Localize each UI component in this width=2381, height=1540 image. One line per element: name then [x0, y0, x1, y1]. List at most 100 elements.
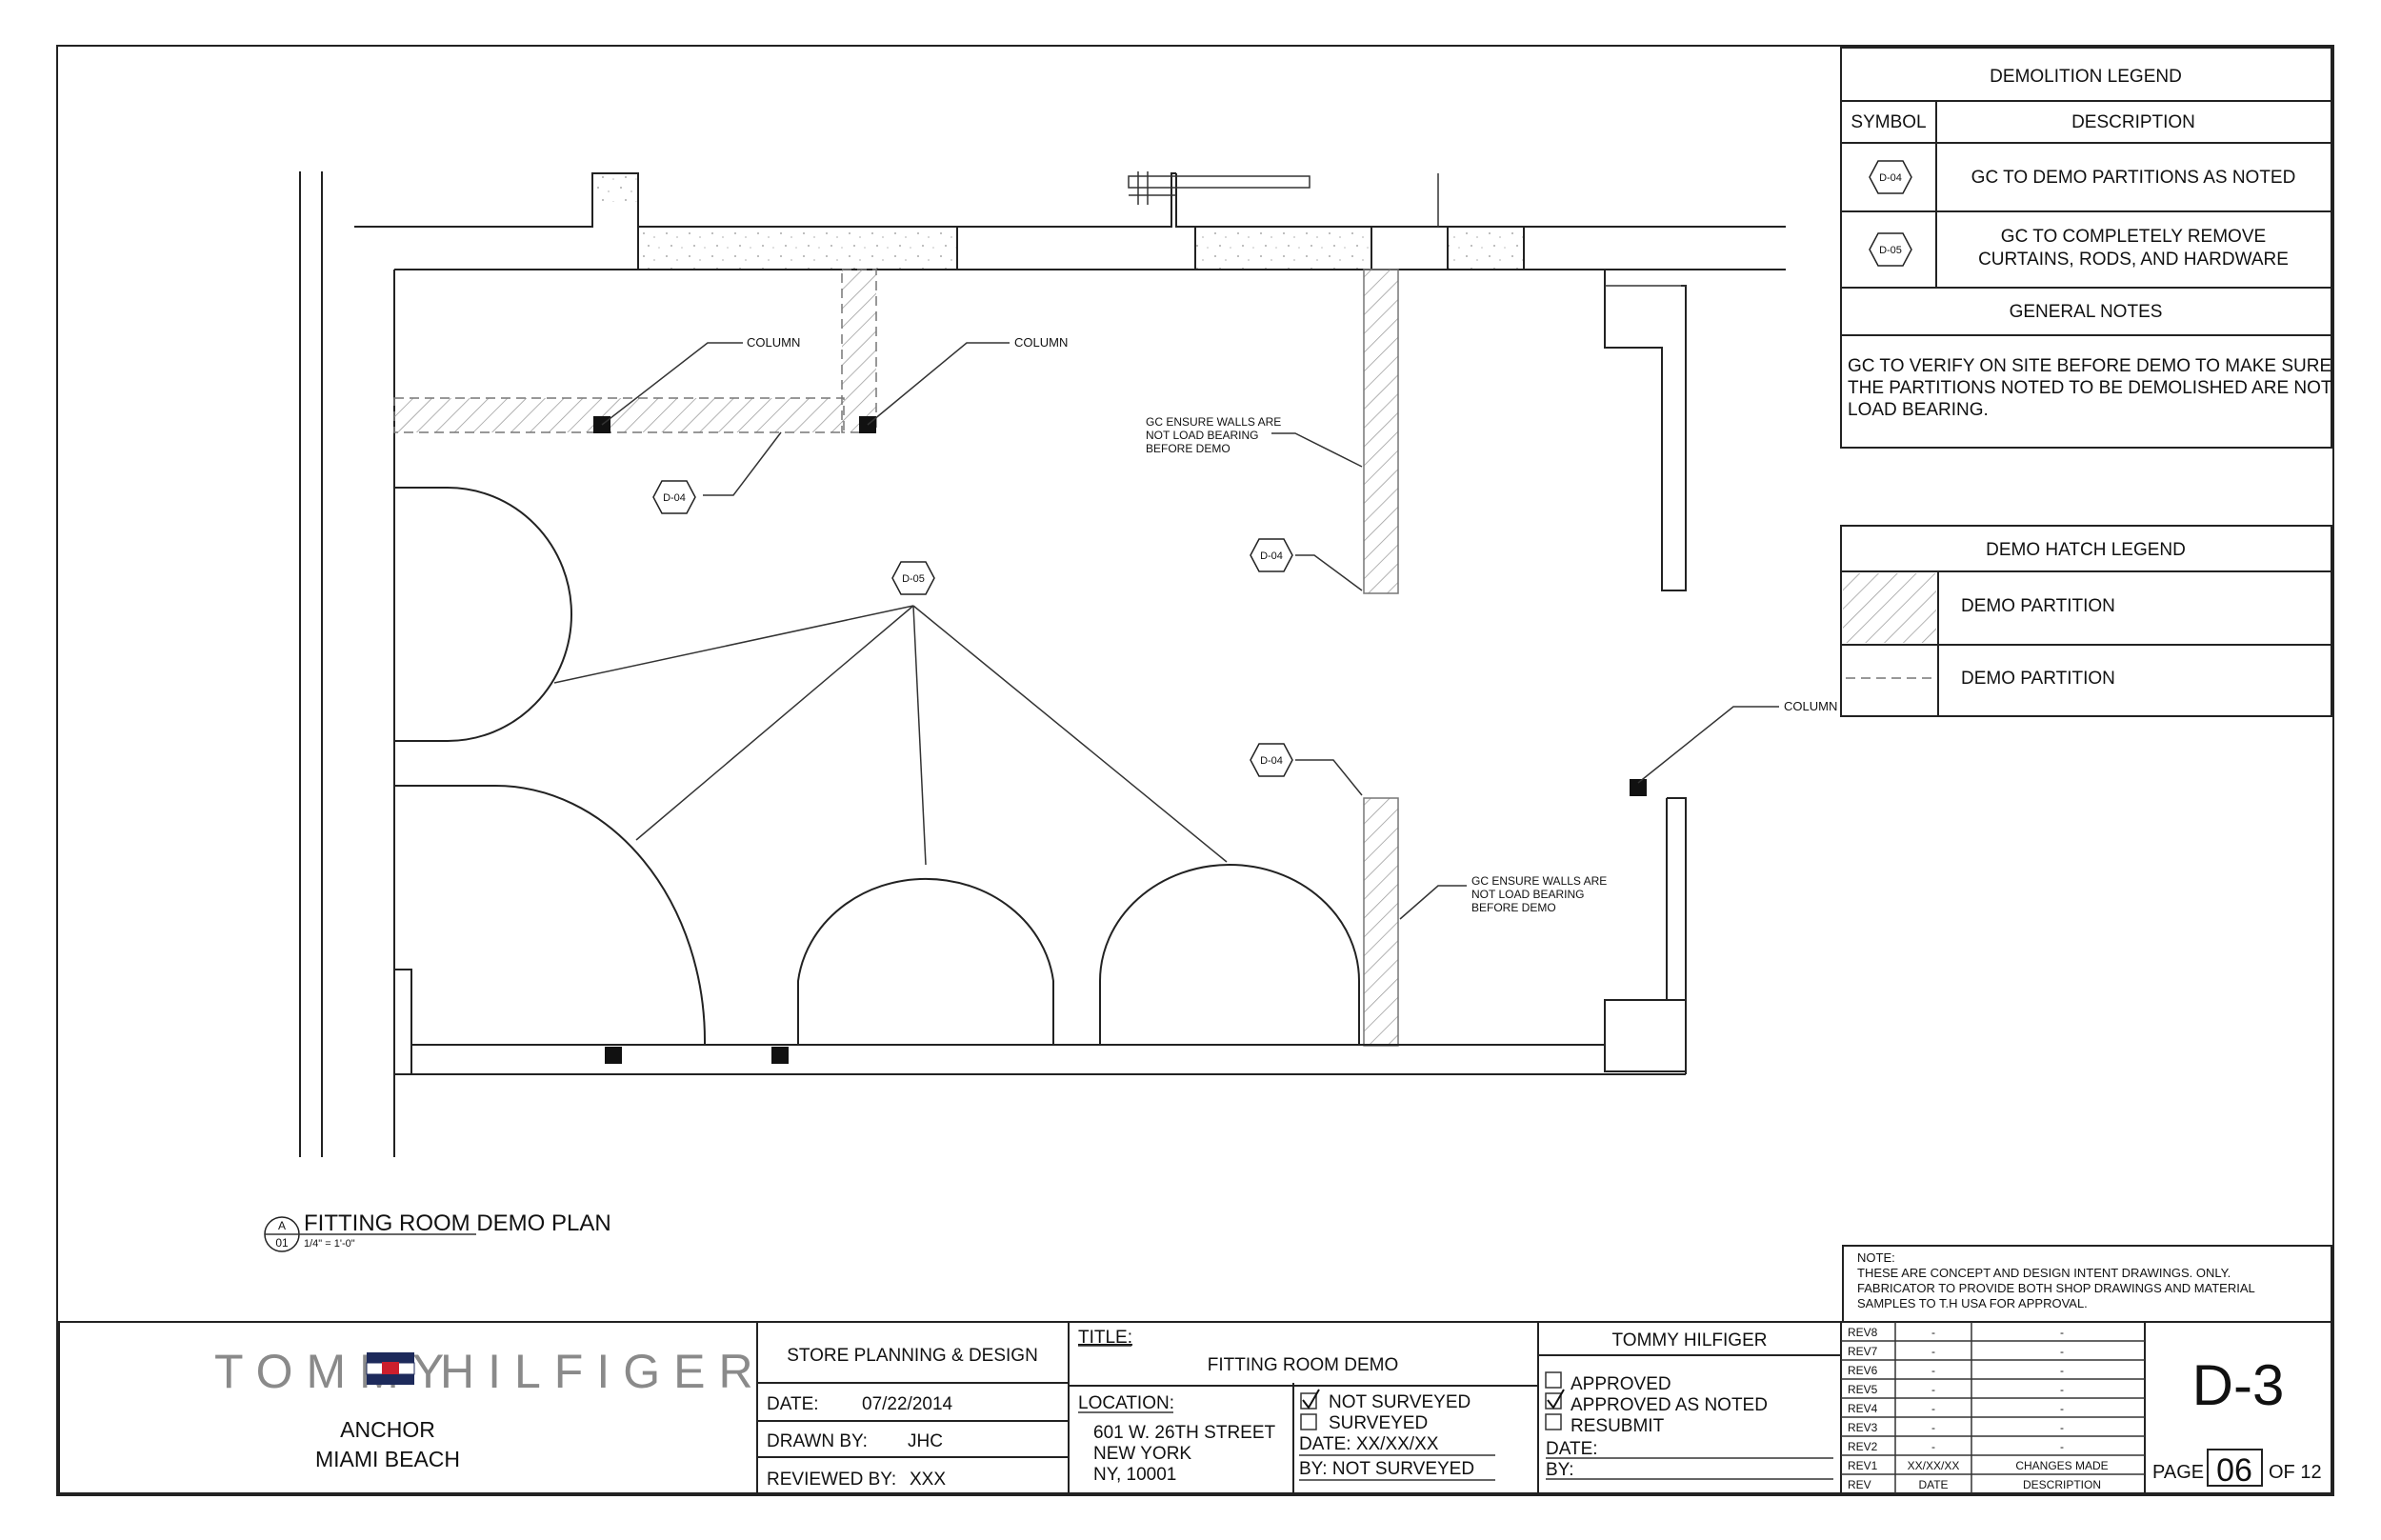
- location-line-2: NEW YORK: [1093, 1444, 1191, 1464]
- store-name: ANCHOR: [340, 1417, 435, 1442]
- note-block: NOTE: THESE ARE CONCEPT AND DESIGN INTEN…: [1842, 1245, 2332, 1323]
- approval-date: DATE:: [1546, 1439, 1598, 1459]
- check-icon: [1302, 1389, 1320, 1410]
- title-label: TITLE:: [1078, 1328, 1132, 1348]
- hatch-row-1: DEMO PARTITION: [1961, 596, 2115, 616]
- department: STORE PLANNING & DESIGN: [787, 1346, 1038, 1366]
- top-wall-masonry-3: [1447, 226, 1525, 270]
- approved-as-noted-label: APPROVED AS NOTED: [1571, 1395, 1768, 1415]
- note-line-3: SAMPLES TO T.H USA FOR APPROVAL.: [1857, 1296, 2088, 1310]
- survey-by: BY: NOT SURVEYED: [1299, 1459, 1474, 1479]
- curtain-arc-1: [394, 487, 572, 742]
- hatch-swatch: [1843, 573, 1936, 643]
- date-value: 07/22/2014: [862, 1394, 953, 1414]
- tag-d05-label: D-05: [902, 573, 925, 585]
- rev-desc: -: [2060, 1364, 2064, 1377]
- column-label-3: COLUMN: [1784, 699, 1837, 713]
- survey-not: NOT SURVEYED: [1329, 1392, 1471, 1412]
- location-line-1: 601 W. 26TH STREET: [1093, 1423, 1276, 1443]
- tag-d04-1: [652, 480, 696, 514]
- checkbox-resubmit[interactable]: [1545, 1413, 1562, 1430]
- column-3: [1630, 779, 1647, 796]
- reviewed-value: XXX: [910, 1470, 946, 1490]
- date-label: DATE:: [767, 1394, 819, 1414]
- survey-date: DATE: XX/XX/XX: [1299, 1434, 1439, 1454]
- resubmit-label: RESUBMIT: [1571, 1416, 1665, 1436]
- tag-d05: [891, 561, 935, 595]
- leader-column-1: [601, 342, 743, 426]
- drawn-label: DRAWN BY:: [767, 1431, 868, 1451]
- legend-title: DEMOLITION LEGEND: [1990, 67, 2182, 87]
- column-4: [605, 1047, 622, 1064]
- brand-left: TOMMY: [214, 1345, 457, 1398]
- rev-header-desc: DESCRIPTION: [2023, 1478, 2101, 1491]
- rev-desc: -: [2060, 1402, 2064, 1415]
- sheet-border: [56, 45, 2334, 1496]
- drawing-title: A 01 FITTING ROOM DEMO PLAN 1/4" = 1'-0": [264, 1210, 611, 1252]
- survey-yes: SURVEYED: [1329, 1413, 1428, 1433]
- legend-tag-d04: [1869, 160, 1912, 194]
- demo-hatch-legend: DEMO HATCH LEGEND DEMO PARTITION DEMO PA…: [1840, 525, 2332, 717]
- curtain-arc-3: [797, 877, 1054, 1045]
- drawing-ref-top: A: [278, 1219, 286, 1232]
- rev-label: REV6: [1848, 1364, 1878, 1377]
- rev-desc: -: [2060, 1326, 2064, 1339]
- floor-plan: COLUMN COLUMN COLUMN D-04 GC ENSURE WALL…: [299, 171, 1837, 1157]
- hatch-legend-title: DEMO HATCH LEGEND: [1986, 540, 2186, 560]
- rev-header-date: DATE: [1918, 1478, 1948, 1491]
- leader-column-2: [867, 342, 1010, 426]
- wall-note-1: GC ENSURE WALLS ARE: [1146, 415, 1281, 429]
- rev-date: -: [1931, 1402, 1935, 1415]
- top-wall-masonry-1: [637, 226, 958, 270]
- rev-label: REV2: [1848, 1440, 1878, 1453]
- checkbox-approved[interactable]: [1545, 1371, 1562, 1389]
- general-notes-line-2: THE PARTITIONS NOTED TO BE DEMOLISHED AR…: [1848, 378, 2332, 398]
- right-top-return: [1604, 270, 1687, 591]
- top-wall-outer-2: [1175, 173, 1786, 228]
- legend-tag-d05: [1869, 232, 1912, 267]
- approval-by: BY:: [1546, 1460, 1574, 1480]
- note-line-1: THESE ARE CONCEPT AND DESIGN INTENT DRAW…: [1857, 1266, 2231, 1280]
- checkbox-surveyed[interactable]: [1300, 1413, 1317, 1430]
- top-wall-opening: [592, 173, 638, 202]
- demo-partition-vertical-3: [1363, 797, 1399, 1047]
- tag-d04-3-label: D-04: [1260, 755, 1283, 767]
- rev-desc: CHANGES MADE: [2015, 1459, 2108, 1472]
- demo-partition-vertical-2: [1363, 269, 1399, 594]
- rev-label: REV8: [1848, 1326, 1878, 1339]
- demo-partition-horizontal: [393, 397, 845, 433]
- note-label: NOTE:: [1857, 1250, 1895, 1265]
- hatch-row-2: DEMO PARTITION: [1961, 669, 2115, 689]
- rev-label: REV5: [1848, 1383, 1878, 1396]
- tag-d04-1-label: D-04: [663, 492, 686, 504]
- leader-column-3: [1637, 706, 1779, 784]
- column-label-2: COLUMN: [1014, 335, 1068, 350]
- general-notes-line-3: LOAD BEARING.: [1848, 400, 1989, 420]
- rev-header-rev: REV: [1848, 1478, 1871, 1491]
- store-city: MIAMI BEACH: [315, 1447, 460, 1471]
- general-notes-title: GENERAL NOTES: [2010, 302, 2163, 322]
- location-line-3: NY, 10001: [1093, 1465, 1176, 1485]
- rev-desc: -: [2060, 1345, 2064, 1358]
- page-number-box: [2207, 1449, 2263, 1487]
- rev-date: -: [1931, 1421, 1935, 1434]
- drawing-scale: 1/4" = 1'-0": [304, 1238, 355, 1250]
- rev-label: REV3: [1848, 1421, 1878, 1434]
- tag-d04-2-label: D-04: [1260, 550, 1283, 562]
- rev-desc: -: [2060, 1421, 2064, 1434]
- page-label: PAGE: [2152, 1462, 2204, 1483]
- legend-desc-d05-line2: CURTAINS, RODS, AND HARDWARE: [1978, 250, 2289, 270]
- rev-label: REV7: [1848, 1345, 1878, 1358]
- rev-label: REV4: [1848, 1402, 1878, 1415]
- legend-desc-d05-line1: GC TO COMPLETELY REMOVE: [2001, 227, 2266, 247]
- rev-date: -: [1931, 1440, 1935, 1453]
- flag-logo: [366, 1352, 415, 1385]
- top-wall-masonry-2: [1194, 226, 1372, 270]
- rev-date: -: [1931, 1326, 1935, 1339]
- window-detail: [1128, 175, 1311, 189]
- right-bottom-box: [1604, 999, 1687, 1072]
- wall-note-2-line2: NOT LOAD BEARING: [1471, 888, 1584, 901]
- rev-date: -: [1931, 1383, 1935, 1396]
- column-5: [771, 1047, 789, 1064]
